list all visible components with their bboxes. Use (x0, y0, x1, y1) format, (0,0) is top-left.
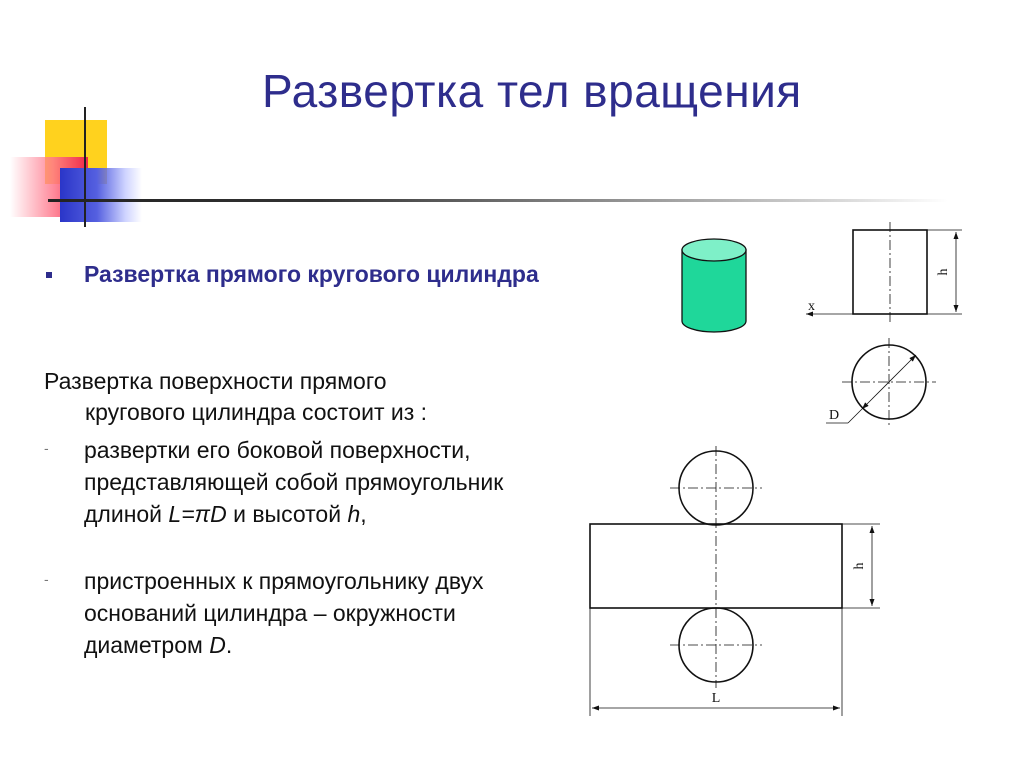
label-h-front: h (936, 269, 951, 276)
label-L-length: L (712, 691, 721, 706)
title-underline (48, 199, 948, 202)
item1-h: h (347, 501, 361, 527)
item2-D: D (209, 632, 226, 658)
intro-line-1: Развертка поверхности прямого (44, 368, 387, 394)
cylinder-3d-icon (681, 238, 747, 333)
item2-end: . (225, 632, 233, 658)
formula-pi: π (194, 501, 211, 527)
top-view: D (826, 338, 936, 426)
label-D-diameter: D (829, 408, 839, 423)
ornament-blue-square (60, 168, 142, 222)
list-item-bases: - пристроенных к прямоугольнику двух осн… (44, 565, 544, 661)
formula-D: D (210, 501, 227, 527)
cylinder-development: h L (589, 446, 880, 716)
intro-paragraph: Развертка поверхности прямого кругового … (44, 366, 564, 428)
slide-title: Развертка тел вращения (262, 65, 802, 117)
list-item-lateral-surface: - развертки его боковой поверхности, пре… (44, 434, 544, 530)
dash-marker: - (44, 440, 49, 456)
ornament-vertical-line (84, 107, 86, 227)
item2-text: пристроенных к прямоугольнику двух основ… (84, 568, 484, 658)
intro-line-2: кругового цилиндра состоит из : (85, 399, 428, 425)
subtitle: Развертка прямого кругового цилиндра (84, 261, 539, 287)
dash-marker: - (44, 571, 49, 587)
bullet-square-icon (46, 272, 52, 278)
item1-mid: и высотой (226, 501, 348, 527)
item1-end: , (360, 501, 367, 527)
label-x-axis: x (808, 299, 815, 314)
item1-text: развертки его боковой поверхности, предс… (84, 437, 504, 527)
label-h-development: h (852, 563, 867, 570)
front-view: h x (806, 222, 962, 322)
formula-L: L= (168, 501, 195, 527)
